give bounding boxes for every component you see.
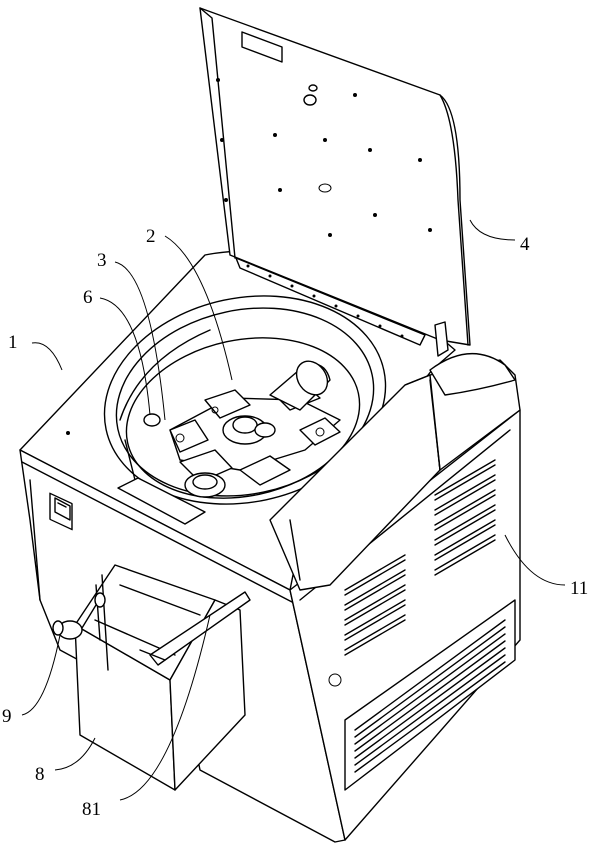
leader-4 (469, 219, 516, 241)
waste-bin (52, 564, 251, 791)
vent-housing (269, 353, 521, 656)
leader-2 (164, 235, 233, 381)
label-9: 9 (2, 706, 12, 727)
upper-vents (434, 459, 496, 576)
leader-11 (504, 534, 566, 586)
rotor-assembly (169, 360, 341, 498)
label-3: 3 (97, 250, 107, 271)
lid (199, 7, 471, 357)
label-4: 4 (520, 234, 530, 255)
label-2: 2 (146, 226, 156, 247)
label-1: 1 (8, 332, 18, 353)
label-11: 11 (570, 578, 588, 599)
lower-vents (344, 554, 406, 656)
label-6: 6 (83, 287, 93, 308)
label-8: 8 (35, 764, 45, 785)
leader-9 (21, 634, 61, 716)
label-81: 81 (82, 799, 101, 820)
front-plate (117, 477, 206, 525)
leader-8 (54, 737, 96, 771)
leader-lines (21, 219, 566, 801)
lower-grille (328, 599, 516, 791)
leader-3 (114, 261, 166, 421)
leader-81 (119, 614, 211, 801)
part-labels: 1 2 3 4 6 8 9 11 81 (2, 226, 588, 820)
leader-1 (31, 342, 63, 371)
leader-6 (99, 297, 151, 416)
